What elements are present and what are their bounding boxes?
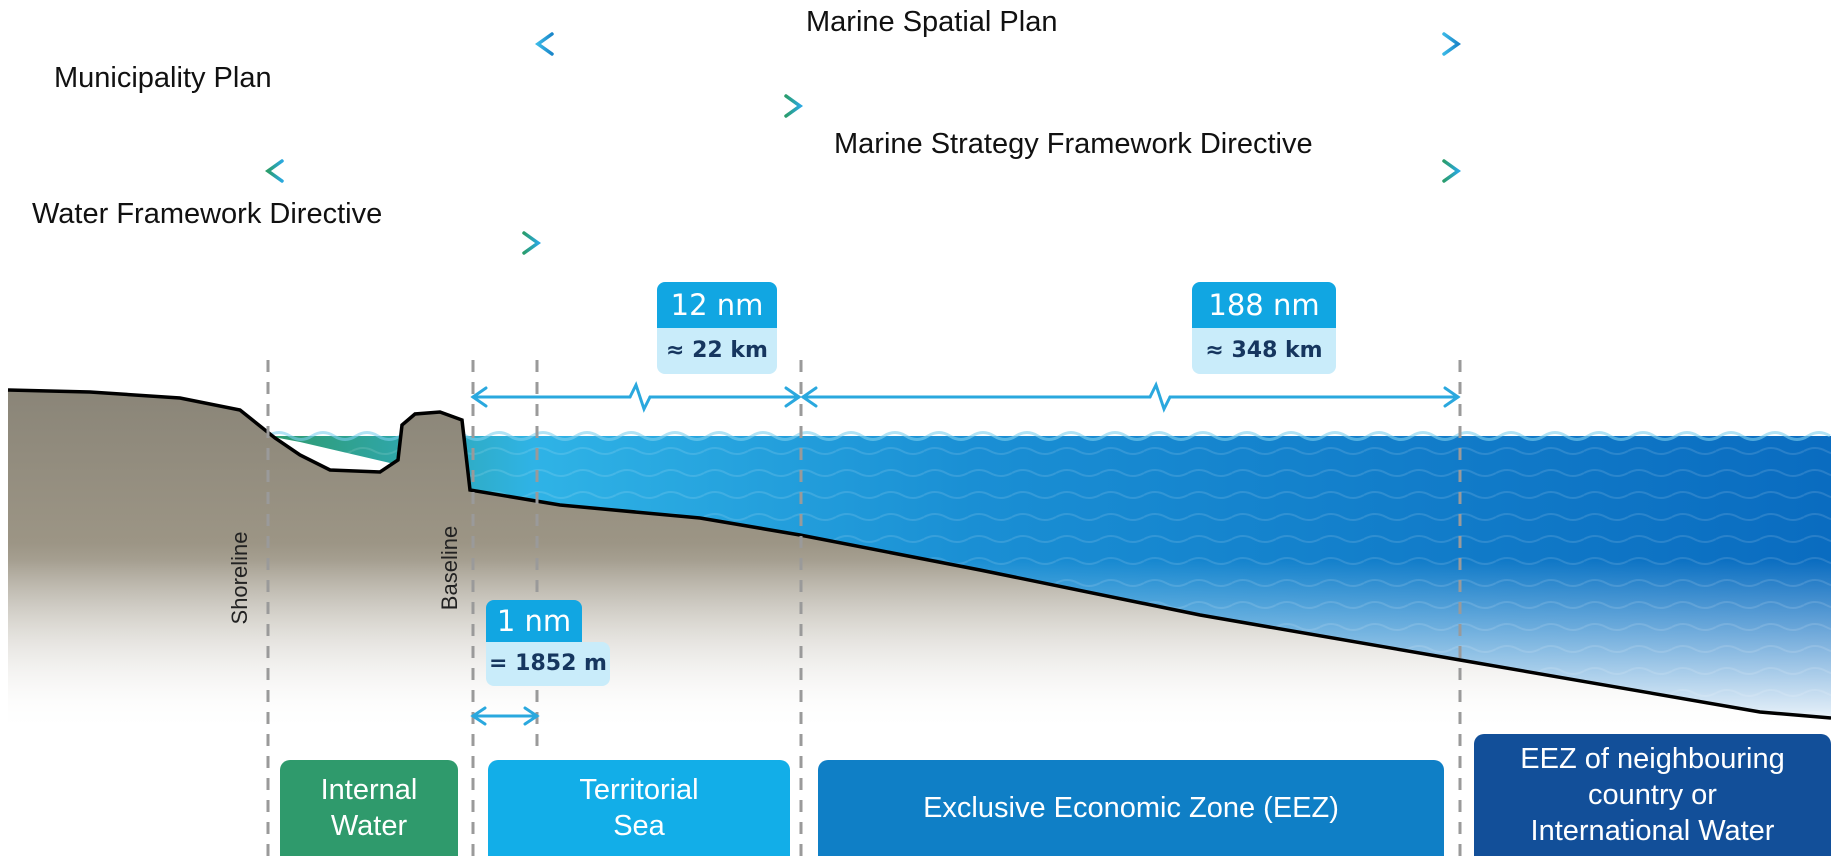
one-nm-value: 1 nm xyxy=(486,600,582,642)
neighbour-zone: EEZ of neighbouring country or Internati… xyxy=(1474,734,1831,856)
one-eighty-eight-nm-badge: 188 nm ≈ 348 km xyxy=(1192,282,1336,374)
one-eighty-eight-nm-arrow xyxy=(800,381,1461,413)
one-eighty-eight-nm-value: 188 nm xyxy=(1192,282,1336,328)
baseline-label: Baseline xyxy=(437,525,462,611)
twelve-nm-value: 12 nm xyxy=(657,282,777,328)
marine-spatial-plan-arrow xyxy=(534,32,1462,56)
twelve-nm-equivalent: ≈ 22 km xyxy=(657,328,777,374)
municipality-plan-label: Municipality Plan xyxy=(54,62,272,94)
land-fade xyxy=(0,560,1831,735)
marine-strategy-framework-directive-label: Marine Strategy Framework Directive xyxy=(834,128,1313,160)
territorial-sea-zone: Territorial Sea xyxy=(488,760,790,856)
municipality-plan-arrow xyxy=(4,94,804,118)
twelve-nm-arrow xyxy=(470,381,802,413)
water-framework-directive-label: Water Framework Directive xyxy=(32,198,383,230)
internal-water-zone: Internal Water xyxy=(280,760,458,856)
marine-strategy-framework-directive-arrow xyxy=(264,159,1462,183)
one-nm-arrow xyxy=(470,706,540,726)
marine-spatial-plan-label: Marine Spatial Plan xyxy=(806,6,1058,38)
one-eighty-eight-nm-equivalent: ≈ 348 km xyxy=(1192,328,1336,374)
water-framework-directive-arrow xyxy=(4,231,542,255)
eez-zone: Exclusive Economic Zone (EEZ) xyxy=(818,760,1444,856)
one-nm-equivalent: = 1852 m xyxy=(486,642,610,686)
twelve-nm-badge: 12 nm ≈ 22 km xyxy=(657,282,777,374)
seabed-outline xyxy=(7,388,1831,720)
shoreline-label: Shoreline xyxy=(227,531,252,625)
one-nm-badge: 1 nm = 1852 m xyxy=(486,600,610,686)
sea-surface xyxy=(267,431,1831,441)
